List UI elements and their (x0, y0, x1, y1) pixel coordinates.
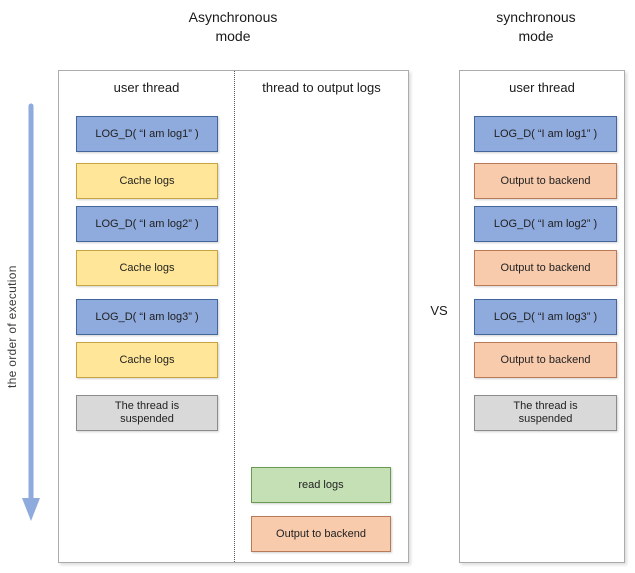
output-to-backend-box: Output to backend (474, 250, 617, 286)
vs-label: VS (430, 303, 448, 318)
log-call-box: LOG_D( “I am log1” ) (76, 116, 218, 152)
sync-panel: user thread LOG_D( “I am log1” ) Output … (459, 70, 625, 563)
sync-user-thread-header: user thread (509, 80, 575, 95)
async-output-thread-header: thread to output logs (262, 80, 381, 95)
cache-logs-box: Cache logs (76, 250, 218, 286)
log-call-box: LOG_D( “I am log3” ) (76, 299, 218, 335)
thread-divider-dotted-line (234, 71, 235, 562)
thread-suspended-box: The thread is suspended (76, 395, 218, 431)
async-panel: user thread thread to output logs LOG_D(… (58, 70, 409, 563)
sync-mode-title: synchronous mode (496, 9, 576, 44)
output-to-backend-box: Output to backend (474, 342, 617, 378)
async-mode-title: Asynchronous mode (188, 9, 278, 44)
execution-order-label: the order of execution (5, 265, 19, 388)
log-call-box: LOG_D( “I am log2” ) (474, 206, 617, 242)
log-call-box: LOG_D( “I am log3” ) (474, 299, 617, 335)
thread-suspended-box: The thread is suspended (474, 395, 617, 431)
log-call-box: LOG_D( “I am log2” ) (76, 206, 218, 242)
cache-logs-box: Cache logs (76, 342, 218, 378)
cache-logs-box: Cache logs (76, 163, 218, 199)
output-to-backend-box: Output to backend (474, 163, 617, 199)
async-user-thread-header: user thread (113, 80, 180, 95)
execution-order-arrow-icon (22, 103, 40, 521)
log-call-box: LOG_D( “I am log1” ) (474, 116, 617, 152)
read-logs-box: read logs (251, 467, 391, 503)
output-to-backend-box: Output to backend (251, 516, 391, 552)
